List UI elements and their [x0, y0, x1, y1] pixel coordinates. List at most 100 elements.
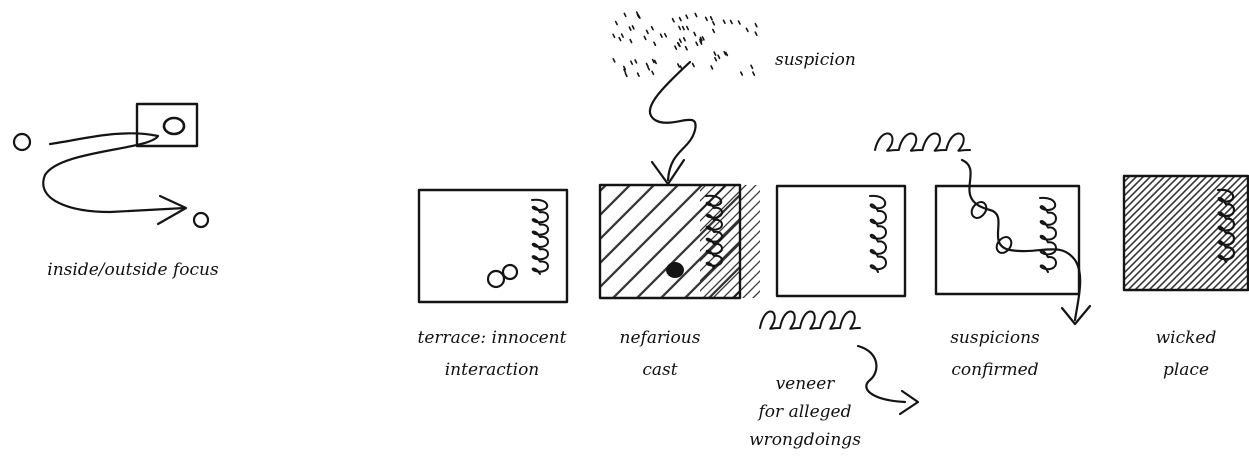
hatch-line: [1066, 170, 1192, 296]
inside-outside-legend: inside/outside focus: [14, 104, 219, 280]
legend-caption: inside/outside focus: [47, 260, 219, 280]
panel-caption-line: wicked: [1156, 328, 1217, 348]
outside-circle-icon: [14, 134, 30, 150]
hatch-line: [1031, 170, 1157, 296]
spray-dot: [686, 15, 688, 18]
vine-icon: [870, 196, 886, 272]
spray-dot: [723, 20, 725, 23]
spray-dot: [751, 65, 753, 68]
hatching: [487, 179, 852, 304]
person-circle-icon: [503, 265, 517, 279]
hatch-line: [703, 179, 828, 304]
spray-dot: [711, 17, 713, 20]
hatch-line: [637, 179, 762, 304]
spray-dot: [665, 34, 667, 37]
hatch-line: [1052, 170, 1178, 296]
spray-dot: [695, 13, 697, 16]
spray-dot: [714, 52, 716, 55]
spray-dot: [624, 13, 626, 16]
spray-dot: [755, 32, 757, 35]
spray-dot: [652, 71, 654, 74]
spray-dot: [613, 59, 615, 62]
veneer-vine-icon: [760, 311, 860, 328]
spray-dot: [673, 19, 675, 22]
spray-dot: [625, 73, 627, 76]
target-circle-icon: [194, 213, 208, 227]
spray-dot: [679, 26, 681, 29]
panel-caption-line: cast: [642, 360, 677, 380]
hatch-line: [583, 179, 708, 304]
panel-terrace: terrace: innocent interaction: [418, 190, 567, 380]
hatch-line: [1094, 170, 1220, 296]
spray-dot: [713, 22, 715, 25]
panel-caption-line: place: [1163, 360, 1209, 380]
hatch-line: [687, 179, 812, 304]
spray-dot: [661, 34, 663, 37]
spray-dot: [629, 27, 631, 30]
hatch-line: [1108, 170, 1234, 296]
spray-dot: [746, 28, 748, 31]
hatch-line: [511, 179, 636, 304]
spray-dot: [622, 34, 624, 37]
hatch-line: [1087, 170, 1213, 296]
inside-frame: [137, 104, 197, 146]
spray-dot: [632, 26, 634, 29]
panel-caption-line: nefarious: [620, 328, 701, 348]
spray-dot: [678, 64, 680, 67]
hatch-line: [535, 179, 660, 304]
spray-dot: [686, 47, 688, 50]
spray-dot: [696, 42, 698, 45]
spray-dot: [693, 64, 695, 67]
spray-dot: [718, 55, 720, 58]
spray-dot: [654, 42, 656, 45]
spray-dot: [680, 18, 682, 21]
spray-dot: [713, 29, 715, 32]
dense-hatching: [1010, 170, 1249, 296]
panel-caption-line: veneer: [776, 374, 836, 394]
spray-dot: [630, 40, 632, 43]
spray-dot: [631, 61, 633, 64]
panel-caption-line: confirmed: [951, 360, 1038, 380]
suspicion-label: suspicion: [775, 50, 856, 70]
panel-nefarious-cast: nefarious cast: [487, 179, 892, 380]
spray-dot: [694, 32, 696, 35]
person-circle-icon: [488, 271, 504, 287]
spray-dot: [646, 63, 648, 66]
spray-dot: [635, 60, 637, 63]
hatch-line: [767, 179, 892, 304]
vine-icon: [1040, 198, 1056, 272]
spray-dot: [644, 36, 646, 39]
spray-dot: [680, 39, 682, 42]
vine-icon: [532, 200, 548, 274]
spray-dot: [715, 58, 717, 61]
hatch-line: [1024, 170, 1150, 296]
hatch-line: [1073, 170, 1199, 296]
suspicion-arrow: [650, 62, 696, 180]
inside-circle-icon: [164, 118, 184, 134]
spray-dot: [675, 46, 677, 49]
hatch-line: [737, 179, 862, 304]
panel-wicked-place: wicked place: [1010, 170, 1249, 380]
spray-dot: [652, 27, 654, 30]
spray-dot: [711, 66, 713, 69]
veneer-arrow: [858, 346, 905, 402]
spray-dot: [684, 38, 686, 41]
hatch-line: [559, 179, 684, 304]
hatch-line: [1045, 170, 1171, 296]
panel-caption-line: wrongdoings: [749, 430, 861, 450]
spray-dot: [619, 38, 621, 41]
dark-figure-icon: [666, 262, 684, 278]
panel-caption-line: for alleged: [757, 402, 852, 422]
spray-dot: [706, 17, 708, 20]
spray-dot: [687, 27, 689, 30]
hatch-line: [667, 179, 792, 304]
spray-dot: [753, 72, 755, 75]
spray-dot: [702, 37, 704, 40]
hatch-line: [747, 179, 872, 304]
hatch-line: [1080, 170, 1206, 296]
intruding-vine-icon: [875, 133, 970, 150]
panel-frame: [936, 186, 1079, 294]
spray-dot: [655, 60, 657, 63]
panel-caption-line: suspicions: [950, 328, 1040, 348]
